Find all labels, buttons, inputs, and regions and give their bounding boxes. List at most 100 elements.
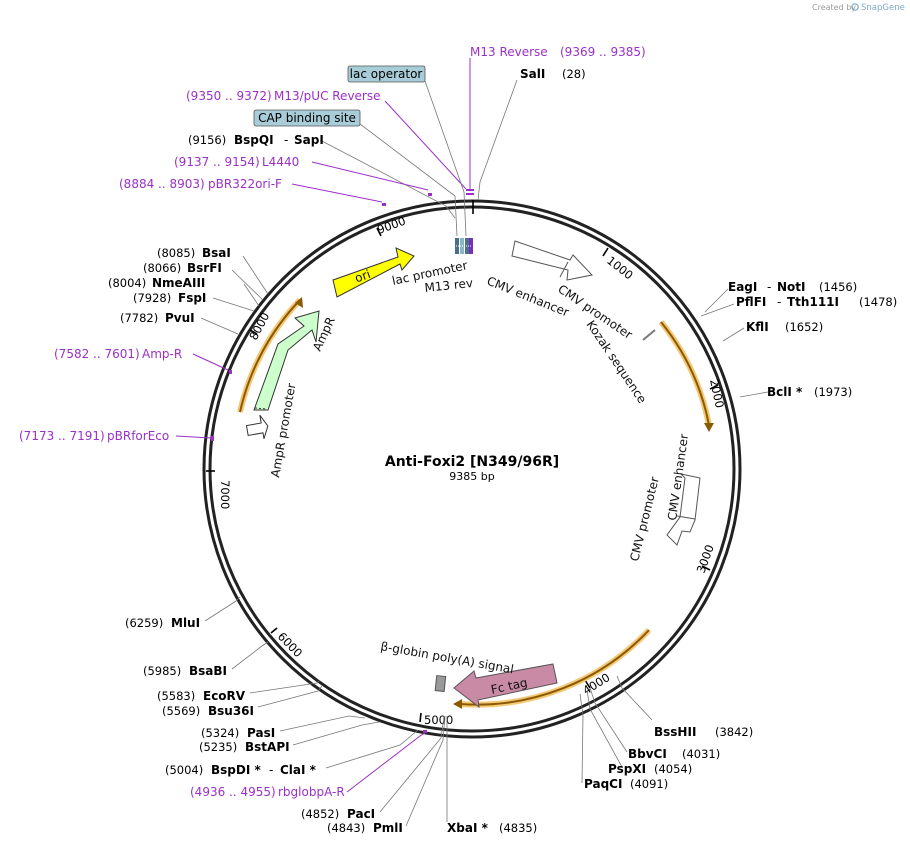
enzyme-bbvci-name: BbvCI — [628, 747, 667, 761]
snapgene-brand: SnapGene — [861, 3, 905, 13]
orf-arc-right — [658, 320, 714, 432]
primer-pbrforeco-name: pBRforEco — [107, 429, 169, 443]
enzyme-xbai-name: XbaI * — [447, 821, 489, 835]
enzyme-bsai-name: BsaI — [202, 246, 231, 260]
primer-amp-r-name: Amp-R — [142, 347, 182, 361]
primer-l4440-name: L4440 — [262, 155, 299, 169]
enzyme-kfli-coord: (1652) — [785, 320, 823, 334]
enzyme-paci-name: PacI — [347, 807, 375, 821]
enzyme-kfli-name: KflI — [746, 320, 769, 334]
enzyme-bspqi-sep: - — [284, 133, 288, 147]
primer-m13-reverse-range: (9369 .. 9385) — [560, 45, 646, 59]
enzyme-bcli-name: BclI * — [767, 385, 803, 399]
enzyme-sali-coord: (28) — [562, 67, 586, 81]
enzyme-bspqi-coord: (9156) — [188, 133, 226, 147]
enzyme-bcli-coord: (1973) — [814, 385, 852, 399]
enzyme-pasi-coord: (5324) — [201, 726, 239, 740]
cmv-promoter-2-label: CMV promoter — [627, 475, 662, 562]
boxed-leader-lines — [359, 80, 467, 237]
primer-l4440-range: (9137 .. 9154) — [174, 155, 260, 169]
enzyme-bsu36i-name: Bsu36I — [208, 704, 254, 718]
enzyme-bsu36i-coord: (5569) — [162, 704, 200, 718]
primer-rbglobpa-r-range: (4936 .. 4955) — [190, 785, 276, 799]
enzyme-eagi-sep: - — [767, 280, 771, 294]
enzyme-sapi-name: SapI — [294, 133, 324, 147]
enzyme-leader-lines — [200, 79, 769, 827]
enzyme-noti-name: NotI — [777, 280, 806, 294]
enzyme-pmli-coord: (4843) — [327, 821, 365, 835]
ori-label: ori — [353, 267, 372, 285]
primer-pbrforeco-range: (7173 .. 7191) — [19, 429, 105, 443]
enzyme-bsabi-coord: (5985) — [143, 664, 181, 678]
enzyme-clai-name: ClaI * — [280, 763, 317, 777]
enzyme-paci-coord: (4852) — [301, 807, 339, 821]
enzyme-tth111i-name: Tth111I — [787, 295, 839, 309]
enzyme-xbai-coord: (4835) — [499, 821, 537, 835]
primer-rbglobpa-r-name: rbglobpA-R — [278, 785, 345, 799]
enzyme-pvui-coord: (7782) — [120, 311, 158, 325]
plasmid-length: 9385 bp — [449, 470, 494, 483]
orf-arc-left — [237, 297, 303, 413]
enzyme-ecorv-coord: (5583) — [157, 689, 195, 703]
enzyme-pflfi-sep: - — [777, 295, 781, 309]
enzyme-bsrfi-coord: (8066) — [143, 261, 181, 275]
ori-feature: ori — [332, 247, 415, 298]
enzyme-mlui-name: MluI — [171, 616, 200, 630]
enzyme-pspxi-name: PspXI — [608, 762, 646, 776]
tick-marks — [206, 200, 719, 723]
enzyme-bsrfi-name: BsrFI — [187, 261, 222, 275]
tick-label-2000: 2000 — [707, 378, 727, 410]
enzyme-bsabi-name: BsaBI — [189, 664, 227, 678]
orf-arc-bottom — [453, 627, 652, 709]
enzyme-bspdi-name: BspDI * — [211, 763, 261, 777]
primer-m13-reverse-name: M13 Reverse — [470, 45, 548, 59]
primer-m13puc-reverse-name: M13/pUC Reverse — [274, 89, 381, 103]
cap-binding-site-box: CAP binding site — [253, 109, 361, 127]
enzyme-bsshii-coord: (3842) — [715, 725, 753, 739]
primer-amp-r-range: (7582 .. 7601) — [54, 347, 140, 361]
enzyme-paqci-name: PaqCI — [584, 777, 622, 791]
backbone-inner-strand — [208, 205, 736, 733]
m13-rev-label: M13 rev — [424, 276, 474, 295]
enzyme-pvui-name: PvuI — [165, 311, 195, 325]
lac-cluster — [455, 238, 473, 254]
enzyme-mlui-coord: (6259) — [125, 616, 163, 630]
polya-label: β-globin poly(A) signal — [379, 639, 514, 676]
backbone-outer-strand — [202, 199, 742, 739]
cap-binding-site-label: CAP binding site — [258, 111, 356, 125]
primer-marks — [211, 189, 474, 733]
primer-pbr322ori-f-range: (8884 .. 8903) — [119, 177, 205, 191]
enzyme-nmeaiii-name: NmeAIII — [152, 276, 205, 290]
enzyme-pspxi-coord: (4054) — [654, 762, 692, 776]
enzyme-nmeaiii-coord: (8004) — [108, 276, 146, 290]
kozak-feature — [642, 329, 656, 341]
enzyme-pflfi-coord: (1478) — [859, 295, 897, 309]
tick-label-1000: 1000 — [604, 253, 636, 282]
created-by-text: Created by — [812, 3, 856, 12]
lac-operator-box: lac operator — [347, 65, 426, 83]
enzyme-bspdi-sep: - — [269, 763, 273, 777]
enzyme-bbvci-coord: (4031) — [682, 747, 720, 761]
enzyme-bsai-coord: (8085) — [157, 246, 195, 260]
cmv-top-feature — [511, 240, 593, 281]
enzyme-fspi-name: FspI — [178, 291, 206, 305]
cmv-enhancer-1-label: CMV enhancer — [485, 274, 571, 320]
snapgene-logo-icon — [851, 3, 859, 11]
enzyme-bstapi-coord: (5235) — [199, 740, 237, 754]
primer-m13puc-reverse-range: (9350 .. 9372) — [186, 89, 272, 103]
tick-label-5000: 5000 — [424, 713, 453, 727]
cmv-right-feature — [666, 473, 701, 546]
enzyme-bstapi-name: BstAPI — [245, 740, 290, 754]
primer-pbr322ori-f-name: pBR322ori-F — [208, 177, 282, 191]
enzyme-pasi-name: PasI — [247, 726, 275, 740]
enzyme-paqci-coord: (4091) — [630, 777, 668, 791]
fc-tag-feature: Fc tag — [453, 663, 558, 709]
enzyme-pmli-name: PmlI — [373, 821, 403, 835]
enzyme-ecorv-name: EcoRV — [203, 689, 246, 703]
enzyme-bspdi-coord: (5004) — [165, 763, 203, 777]
tick-label-7000: 7000 — [218, 480, 232, 509]
lac-operator-label: lac operator — [350, 67, 423, 81]
enzyme-pflfi-name: PflFI — [736, 295, 766, 309]
polya-feature — [434, 675, 447, 693]
